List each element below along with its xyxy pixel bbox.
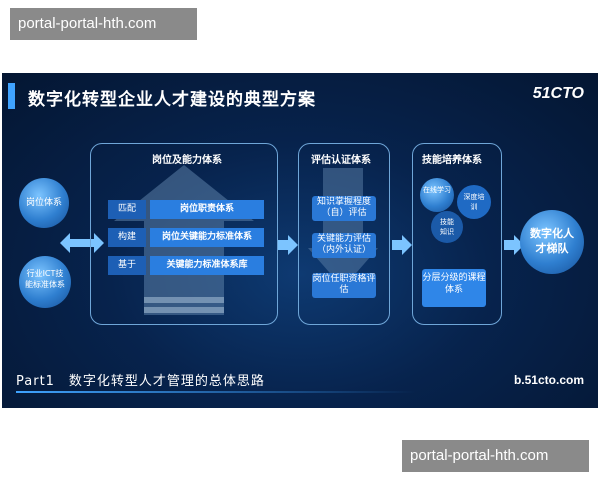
brand-logo: 51CTO — [532, 85, 584, 102]
panel-assessment-title: 评估认证体系 — [311, 155, 371, 166]
panel-job-capability — [90, 143, 278, 325]
title-accent-bar — [8, 83, 15, 109]
bottom-subtitle: Part1 数字化转型人才管理的总体思路 — [16, 374, 265, 389]
box-course-system: 分层分级的课程体系 — [422, 269, 486, 307]
arrow-right-icon-1 — [278, 235, 298, 255]
box-key-capability-assessment: 关键能力评估（内外认证） — [312, 233, 376, 258]
circle-skill-knowledge: 技能知识 — [431, 211, 463, 243]
row-label-match: 匹配 — [108, 200, 146, 219]
circle-job-system-label: 岗位体系 — [25, 198, 62, 208]
circle-digital-talent: 数字化人才梯队 — [520, 210, 584, 274]
panel-skill-training — [412, 143, 502, 325]
circle-deep-training: 深度培训 — [457, 185, 491, 219]
panel-assessment — [298, 143, 390, 325]
bottom-rule — [16, 391, 416, 393]
box-knowledge-assessment: 知识掌握程度（自）评估 — [312, 196, 376, 221]
site-url: b.51cto.com — [513, 373, 584, 387]
circle-ict-standard-label: 行业ICT技能标准体系 — [25, 269, 65, 289]
row-box-job-duty: 岗位职责体系 — [150, 200, 264, 219]
watermark-top: portal-portal-hth.com — [10, 8, 197, 40]
row-box-standard-library: 关键能力标准体系库 — [150, 256, 264, 275]
panel-skill-training-title: 技能培养体系 — [422, 155, 482, 166]
box-key-capability-assessment-text: 关键能力评估（内外认证） — [316, 234, 371, 255]
double-arrow-icon — [60, 233, 104, 253]
row-label-build: 构建 — [108, 228, 146, 247]
row-box-key-capability: 岗位关键能力标准体系 — [150, 228, 264, 247]
row-label-based-on: 基于 — [108, 256, 146, 275]
arrow-right-icon-3 — [504, 235, 524, 255]
box-course-system-text: 分层分级的课程体系 — [422, 273, 486, 295]
watermark-bottom: portal-portal-hth.com — [402, 440, 589, 472]
downward-arrow-graphic — [308, 168, 378, 288]
box-qualification-assessment-text: 岗位任职资格评估 — [312, 274, 376, 295]
box-knowledge-assessment-text: 知识掌握程度（自）评估 — [316, 197, 371, 218]
circle-online-learning: 在线学习 — [420, 178, 454, 212]
arrow-right-icon-2 — [392, 235, 412, 255]
circle-ict-standard: 行业ICT技能标准体系 — [19, 256, 71, 308]
slide-title: 数字化转型企业人才建设的典型方案 — [28, 90, 316, 110]
circle-digital-talent-label: 数字化人才梯队 — [530, 227, 574, 255]
panel-job-capability-title: 岗位及能力体系 — [152, 155, 222, 166]
circle-job-system: 岗位体系 — [19, 178, 69, 228]
slide-image: 数字化转型企业人才建设的典型方案 51CTO 岗位体系 行业ICT技能标准体系 … — [2, 73, 598, 408]
box-qualification-assessment: 岗位任职资格评估 — [312, 273, 376, 298]
